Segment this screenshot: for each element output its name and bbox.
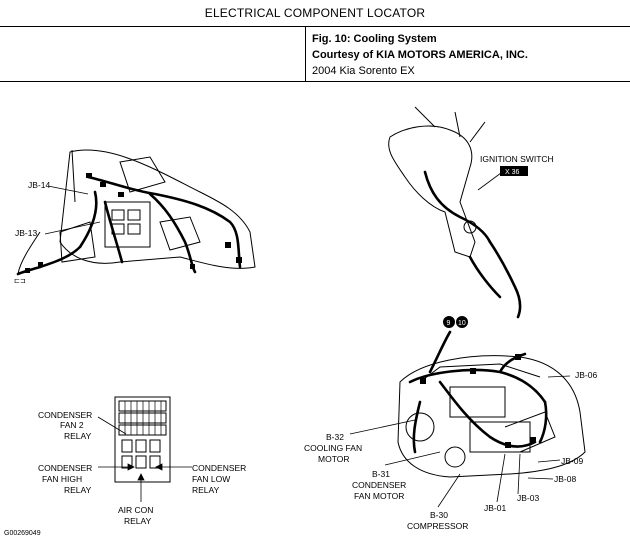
- badge-9: [443, 316, 455, 328]
- label-b32-line2: COOLING FAN: [304, 443, 362, 453]
- label-condenser-fan-high-line2: FAN HIGH: [42, 474, 82, 484]
- label-jb09: JB-09: [561, 456, 583, 466]
- label-condenser-fan-low-line3: RELAY: [192, 485, 220, 495]
- engine-connectors: [420, 354, 536, 448]
- relay-box-fuses: [124, 401, 162, 435]
- badge-10: [456, 316, 468, 328]
- figure-courtesy: Courtesy of KIA MOTORS AMERICA, INC.: [312, 49, 528, 61]
- label-condenser-fan-low-line2: FAN LOW: [192, 474, 230, 484]
- label-jb06: JB-06: [575, 370, 597, 380]
- label-ignition-switch: IGNITION SWITCH: [480, 154, 554, 164]
- caption-divider: [305, 26, 306, 81]
- label-b32-line3: MOTOR: [318, 454, 349, 464]
- jb13-leader: [44, 221, 101, 235]
- page-header-title: ELECTRICAL COMPONENT LOCATOR: [0, 0, 630, 27]
- figure-title: Fig. 10: Cooling System: [312, 33, 437, 45]
- label-b30-line2: COMPRESSOR: [407, 521, 468, 531]
- label-condenser-fan2-line3: RELAY: [64, 431, 92, 441]
- component-diagram: JB-14 JB-13 ⊏⊐ IGNITION SWITCH X 36: [4, 106, 597, 537]
- steering-column-illustration: [388, 106, 486, 258]
- label-badge-10: 10: [458, 320, 466, 327]
- label-jb03: JB-03: [517, 493, 539, 503]
- label-x36: X 36: [505, 169, 520, 176]
- label-jb08: JB-08: [554, 474, 576, 484]
- label-condenser-fan2-line1: CONDENSER: [38, 410, 92, 420]
- jb14-leader: [47, 185, 89, 195]
- figure-caption-box: Fig. 10: Cooling System Courtesy of KIA …: [0, 26, 630, 82]
- label-b30-line1: B-30: [430, 510, 448, 520]
- label-jb01: JB-01: [484, 503, 506, 513]
- x36-badge: [500, 166, 528, 176]
- label-b31-line1: B-31: [372, 469, 390, 479]
- label-condenser-fan-high-line3: RELAY: [64, 485, 92, 495]
- engine-bay-illustration: [397, 355, 586, 478]
- engine-leaders: [349, 375, 571, 508]
- label-badge-9: 9: [447, 320, 451, 327]
- image-code: G00269049: [4, 530, 41, 537]
- label-jb14: JB-14: [28, 180, 50, 190]
- label-condenser-fan-high-line1: CONDENSER: [38, 463, 92, 473]
- label-b31-line3: FAN MOTOR: [354, 491, 404, 501]
- connector-glyph-left: ⊏⊐: [14, 278, 26, 285]
- dashboard-wiring-harness: [16, 175, 242, 276]
- dashboard-connectors: [25, 173, 242, 273]
- steering-wiring-harness: [423, 170, 522, 319]
- label-b32-line1: B-32: [326, 432, 344, 442]
- label-air-con-relay-line2: RELAY: [124, 516, 152, 526]
- figure-vehicle: 2004 Kia Sorento EX: [312, 65, 415, 77]
- label-air-con-relay-line1: AIR CON: [118, 505, 153, 515]
- engine-wiring-harness: [408, 330, 548, 454]
- label-condenser-fan2-line2: FAN 2: [60, 420, 84, 430]
- relay-box: [114, 396, 171, 483]
- relay-leaders: [97, 416, 192, 502]
- figure-caption: Fig. 10: Cooling System Courtesy of KIA …: [312, 31, 528, 79]
- label-b31-line2: CONDENSER: [352, 480, 406, 490]
- label-jb13: JB-13: [15, 228, 37, 238]
- dashboard-panel-illustration: [17, 149, 256, 275]
- label-condenser-fan-low-line1: CONDENSER: [192, 463, 246, 473]
